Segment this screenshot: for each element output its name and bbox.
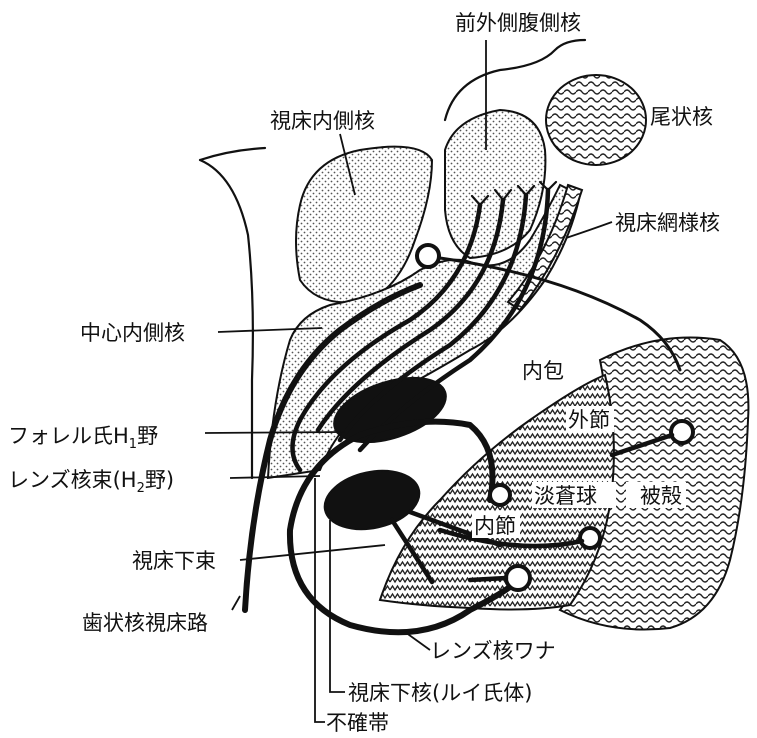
internal-segment-ring-2 bbox=[580, 528, 600, 548]
label-subthalamic-fasciculus: 視床下束 bbox=[132, 549, 216, 573]
subthalamic-black-nucleus bbox=[319, 463, 425, 538]
leader-subthalamic-fasc bbox=[240, 545, 385, 560]
label-subthalamic-nucleus: 視床下核(ルイ氏体) bbox=[348, 681, 532, 705]
reticular-ring bbox=[417, 245, 439, 267]
leader-ansa bbox=[405, 632, 430, 650]
label-lenticular-fasciculus: レンズ核束(H2野) bbox=[8, 468, 174, 496]
label-ansa-lenticularis: レンズ核ワナ bbox=[430, 639, 556, 663]
label-caudate: 尾状核 bbox=[650, 105, 713, 129]
label-globus-external: 外節 bbox=[568, 408, 610, 432]
caudate-nucleus bbox=[546, 75, 646, 165]
label-internal-capsule: 内包 bbox=[522, 359, 564, 383]
ansa-spoke bbox=[470, 578, 506, 580]
internal-segment-ring bbox=[490, 485, 510, 505]
label-globus-internal: 内節 bbox=[474, 514, 516, 538]
ansa-ring bbox=[506, 566, 530, 590]
label-putamen: 被殻 bbox=[640, 484, 682, 508]
label-medial-thalamic: 視床内側核 bbox=[270, 109, 375, 133]
label-reticular-thalamic: 視床網様核 bbox=[615, 211, 720, 235]
label-forel-h1: フォレル氏H1野 bbox=[8, 424, 158, 452]
external-segment-ring bbox=[671, 421, 693, 443]
leader-reticular bbox=[566, 222, 612, 238]
label-dentatothalamic: 歯状核視床路 bbox=[82, 611, 208, 635]
leader-dentato bbox=[232, 596, 240, 610]
leader-subthal-nucleus bbox=[330, 520, 345, 692]
label-centromedian: 中心内側核 bbox=[80, 321, 185, 345]
label-anterolateral-ventral: 前外側腹側核 bbox=[455, 11, 581, 35]
leader-forel bbox=[205, 432, 345, 433]
label-globus-pallidus: 淡蒼球 bbox=[534, 484, 597, 508]
label-zona-incerta: 不確帯 bbox=[326, 711, 389, 735]
